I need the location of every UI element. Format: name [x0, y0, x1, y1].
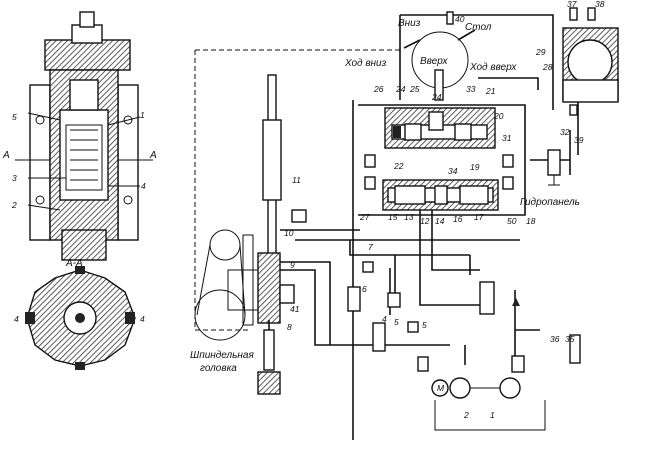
spindle-assembly-section: [15, 11, 153, 261]
label-18: 18: [526, 216, 536, 226]
upper-valve-block: [384, 107, 496, 149]
label-13: 13: [404, 212, 414, 222]
label-4-section-right: 4: [140, 314, 145, 324]
label-1: 1: [490, 410, 495, 420]
label-4-section-left: 4: [14, 314, 19, 324]
hydraulic-lines: [280, 14, 579, 440]
label-5-b: 5: [422, 320, 427, 330]
label-40: 40: [455, 14, 465, 24]
label-19: 19: [470, 162, 480, 172]
label-5-a: 5: [394, 317, 399, 327]
spindle-head: [194, 49, 400, 395]
label-down: Вниз: [398, 18, 421, 29]
label-hydropanel: Гидропанель: [520, 197, 580, 208]
label-21: 21: [485, 86, 496, 96]
lower-components: [347, 261, 581, 399]
section-mark-left: А: [2, 150, 10, 161]
label-up: Вверх: [420, 56, 448, 67]
section-mark-right: А: [149, 150, 157, 161]
label-stroke-up: Ход вверх: [469, 62, 517, 73]
label-14: 14: [435, 216, 445, 226]
label-31: 31: [502, 133, 512, 143]
label-35: 35: [565, 334, 575, 344]
label-4-left: 4: [141, 181, 146, 191]
label-29: 29: [535, 47, 546, 57]
label-50: 50: [507, 216, 517, 226]
label-27: 27: [359, 212, 370, 222]
label-39: 39: [574, 135, 584, 145]
label-2-left: 2: [11, 200, 17, 210]
label-41: 41: [290, 304, 300, 314]
section-title: А-А: [65, 258, 83, 269]
label-37: 37: [567, 0, 577, 9]
motor-label: М: [437, 383, 445, 393]
label-25: 25: [409, 84, 420, 94]
spindle-head-label-1: Шпиндельная: [190, 350, 254, 361]
label-34: 34: [448, 166, 458, 176]
label-20: 20: [493, 111, 504, 121]
label-33: 33: [466, 84, 476, 94]
label-5-left: 5: [12, 112, 17, 122]
label-22: 22: [393, 161, 404, 171]
label-3: 3: [12, 173, 17, 183]
table-drum-mechanism: [547, 7, 619, 186]
table-control-dial: [403, 11, 476, 101]
label-10: 10: [284, 228, 294, 238]
label-16: 16: [453, 214, 463, 224]
label-38: 38: [595, 0, 605, 9]
label-24: 24: [431, 92, 442, 102]
label-stroke-down: Ход вниз: [344, 58, 387, 69]
label-36: 36: [550, 334, 560, 344]
label-15: 15: [388, 212, 398, 222]
label-8: 8: [287, 322, 292, 332]
label-9: 9: [290, 260, 295, 270]
label-24-a: 24: [395, 84, 406, 94]
label-17: 17: [474, 212, 484, 222]
label-4: 4: [382, 314, 387, 324]
label-7: 7: [368, 242, 373, 252]
label-2: 2: [463, 410, 469, 420]
label-32: 32: [560, 127, 570, 137]
spindle-head-label-2: головка: [200, 363, 237, 374]
label-28: 28: [542, 62, 553, 72]
hydropanel-valve-block: [364, 154, 514, 211]
label-26: 26: [373, 84, 384, 94]
label-6: 6: [362, 284, 367, 294]
section-a-a-view: [25, 266, 136, 370]
label-12: 12: [420, 216, 430, 226]
label-11: 11: [292, 175, 301, 185]
label-table: Стол: [465, 22, 492, 33]
label-1-left: 1: [140, 110, 145, 120]
